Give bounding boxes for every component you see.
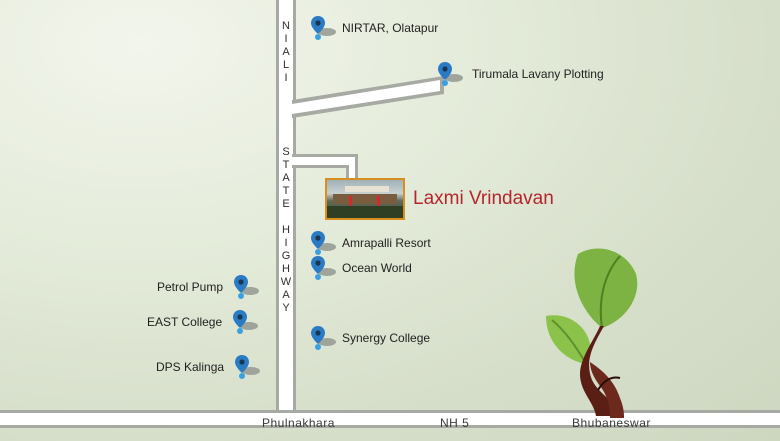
road-letter: N <box>282 20 290 32</box>
road-letter: W <box>280 276 292 288</box>
road-letter: T <box>282 185 290 197</box>
poi-label: Amrapalli Resort <box>342 236 431 250</box>
road-letter: I <box>284 237 288 249</box>
map-pin-icon <box>310 254 336 282</box>
nh5-road-inner <box>0 413 780 425</box>
road-letter: G <box>281 250 291 262</box>
map-pin-icon <box>233 273 260 301</box>
road-letter: A <box>282 289 290 301</box>
road-letter <box>278 211 294 224</box>
poi-label: Ocean World <box>342 261 412 275</box>
road-letter: A <box>282 172 290 184</box>
poi-petrol-pump[interactable]: Petrol Pump <box>157 273 260 301</box>
road-letter: T <box>282 159 290 171</box>
phulnakhara-label: Phulnakhara <box>262 416 335 430</box>
property-marker[interactable]: Laxmi Vrindavan <box>325 178 554 220</box>
map-pin-icon <box>437 60 463 88</box>
road-letter: I <box>284 33 288 45</box>
poi-label: Petrol Pump <box>157 280 224 294</box>
road-letter: I <box>284 72 288 84</box>
poi-label: DPS Kalinga <box>156 360 225 374</box>
map-pin-icon <box>232 308 259 336</box>
road-letter: H <box>282 224 290 236</box>
poi-ocean-world[interactable]: Ocean World <box>310 254 412 282</box>
property-name: Laxmi Vrindavan <box>413 188 554 209</box>
map-pin-icon <box>310 229 336 257</box>
poi-synergy[interactable]: Synergy College <box>310 324 430 352</box>
poi-label: NIRTAR, Olatapur <box>342 21 439 35</box>
road-letter: L <box>282 59 290 71</box>
poi-label: Tirumala Lavany Plotting <box>472 67 604 81</box>
map-pin-icon <box>310 14 336 42</box>
poi-east-college[interactable]: EAST College <box>147 308 259 336</box>
nh5-label: NH 5 <box>440 416 470 430</box>
poi-tirumala[interactable]: Tirumala Lavany Plotting <box>437 60 604 88</box>
poi-label: EAST College <box>147 315 223 329</box>
road-letter: A <box>282 46 290 58</box>
poi-nirtar[interactable]: NIRTAR, Olatapur <box>310 14 438 42</box>
road-letter: H <box>282 263 290 275</box>
map-pin-icon <box>234 353 261 381</box>
poi-label: Synergy College <box>342 331 431 345</box>
poi-dps-kalinga[interactable]: DPS Kalinga <box>156 353 261 381</box>
property-photo <box>325 178 405 220</box>
state-highway-road-inner <box>279 0 293 420</box>
road-letter: Y <box>282 302 290 314</box>
road-letter: E <box>282 198 290 210</box>
map-pin-icon <box>310 324 336 352</box>
tree-illustration <box>546 248 638 418</box>
poi-amrapalli[interactable]: Amrapalli Resort <box>310 229 431 257</box>
bhubaneswar-label: Bhubaneswar <box>572 416 651 430</box>
road-letter: S <box>282 146 290 158</box>
